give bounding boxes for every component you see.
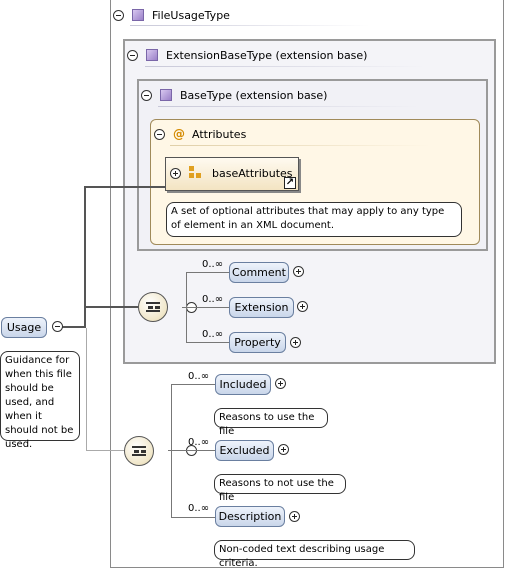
expand-icon[interactable]: [293, 266, 304, 277]
extension-element[interactable]: Extension: [229, 297, 294, 318]
connector: [86, 450, 124, 451]
connector: [84, 186, 86, 328]
extension-title: ExtensionBaseType (extension base): [166, 48, 368, 62]
connector: [62, 326, 86, 328]
complex-type-icon: [132, 9, 144, 21]
connector: [186, 307, 230, 308]
complex-type-icon: [160, 89, 172, 101]
title-underline: [170, 145, 430, 146]
title-underline: [158, 106, 418, 107]
description-doc: Non-coded text describing usage criteria…: [214, 540, 415, 569]
cardinality-label: 0..∞: [202, 294, 224, 305]
collapse-icon[interactable]: [154, 128, 165, 140]
expand-icon[interactable]: [275, 378, 286, 389]
excluded-doc: Reasons to not use the file: [214, 474, 346, 503]
connector: [182, 307, 188, 308]
connector: [168, 450, 173, 451]
filetype-title: FileUsageType: [152, 8, 230, 22]
connector: [186, 272, 230, 273]
connector: [86, 328, 87, 450]
expand-icon[interactable]: [289, 511, 300, 522]
sequence-compositor-icon[interactable]: [138, 292, 168, 322]
collapse-icon[interactable]: [141, 89, 152, 101]
extension-header: ExtensionBaseType (extension base): [127, 45, 367, 65]
base-title: BaseType (extension base): [180, 88, 328, 102]
connector: [171, 517, 216, 518]
expand-icon[interactable]: [278, 444, 289, 455]
connector: [171, 450, 216, 451]
connector: [171, 384, 216, 385]
base-attributes-group[interactable]: [165, 157, 299, 191]
collapse-icon[interactable]: [127, 49, 138, 61]
included-doc: Reasons to use the file: [214, 408, 328, 437]
base-header: BaseType (extension base): [141, 85, 327, 105]
connector: [86, 306, 138, 308]
collapse-icon[interactable]: [52, 321, 63, 332]
cardinality-label: 0..∞: [188, 371, 210, 382]
complex-type-icon: [146, 49, 158, 61]
comment-element[interactable]: Comment: [229, 262, 289, 283]
attribute-group-icon: [189, 166, 203, 180]
cardinality-label: 0..∞: [202, 329, 224, 340]
filetype-header: FileUsageType: [113, 5, 230, 25]
usage-element[interactable]: Usage: [1, 317, 47, 338]
included-element[interactable]: Included: [215, 374, 271, 395]
expand-icon[interactable]: [170, 168, 181, 179]
expand-icon[interactable]: [297, 301, 308, 312]
at-sign-icon: @: [173, 127, 185, 141]
excluded-element[interactable]: Excluded: [215, 440, 274, 461]
title-underline: [145, 66, 425, 67]
cardinality-label: 0..∞: [202, 259, 224, 270]
cardinality-label: 0..∞: [188, 503, 210, 514]
expand-icon[interactable]: [290, 337, 301, 348]
link-arrow-icon[interactable]: ↗: [284, 177, 296, 189]
connector: [84, 186, 166, 188]
property-element[interactable]: Property: [229, 332, 286, 353]
sequence-compositor-icon[interactable]: [124, 436, 154, 466]
base-attributes-doc: A set of optional attributes that may ap…: [166, 202, 462, 237]
attributes-header: @ Attributes: [154, 124, 246, 144]
description-element[interactable]: Description: [215, 506, 285, 527]
connector: [186, 342, 230, 343]
usage-doc: Guidance for when this file should be us…: [0, 351, 80, 450]
base-attributes-label: baseAttributes: [212, 167, 293, 180]
collapse-icon[interactable]: [113, 9, 124, 21]
attributes-title: Attributes: [192, 127, 247, 141]
title-underline: [130, 25, 370, 26]
cardinality-label: 0..∞: [188, 437, 210, 448]
